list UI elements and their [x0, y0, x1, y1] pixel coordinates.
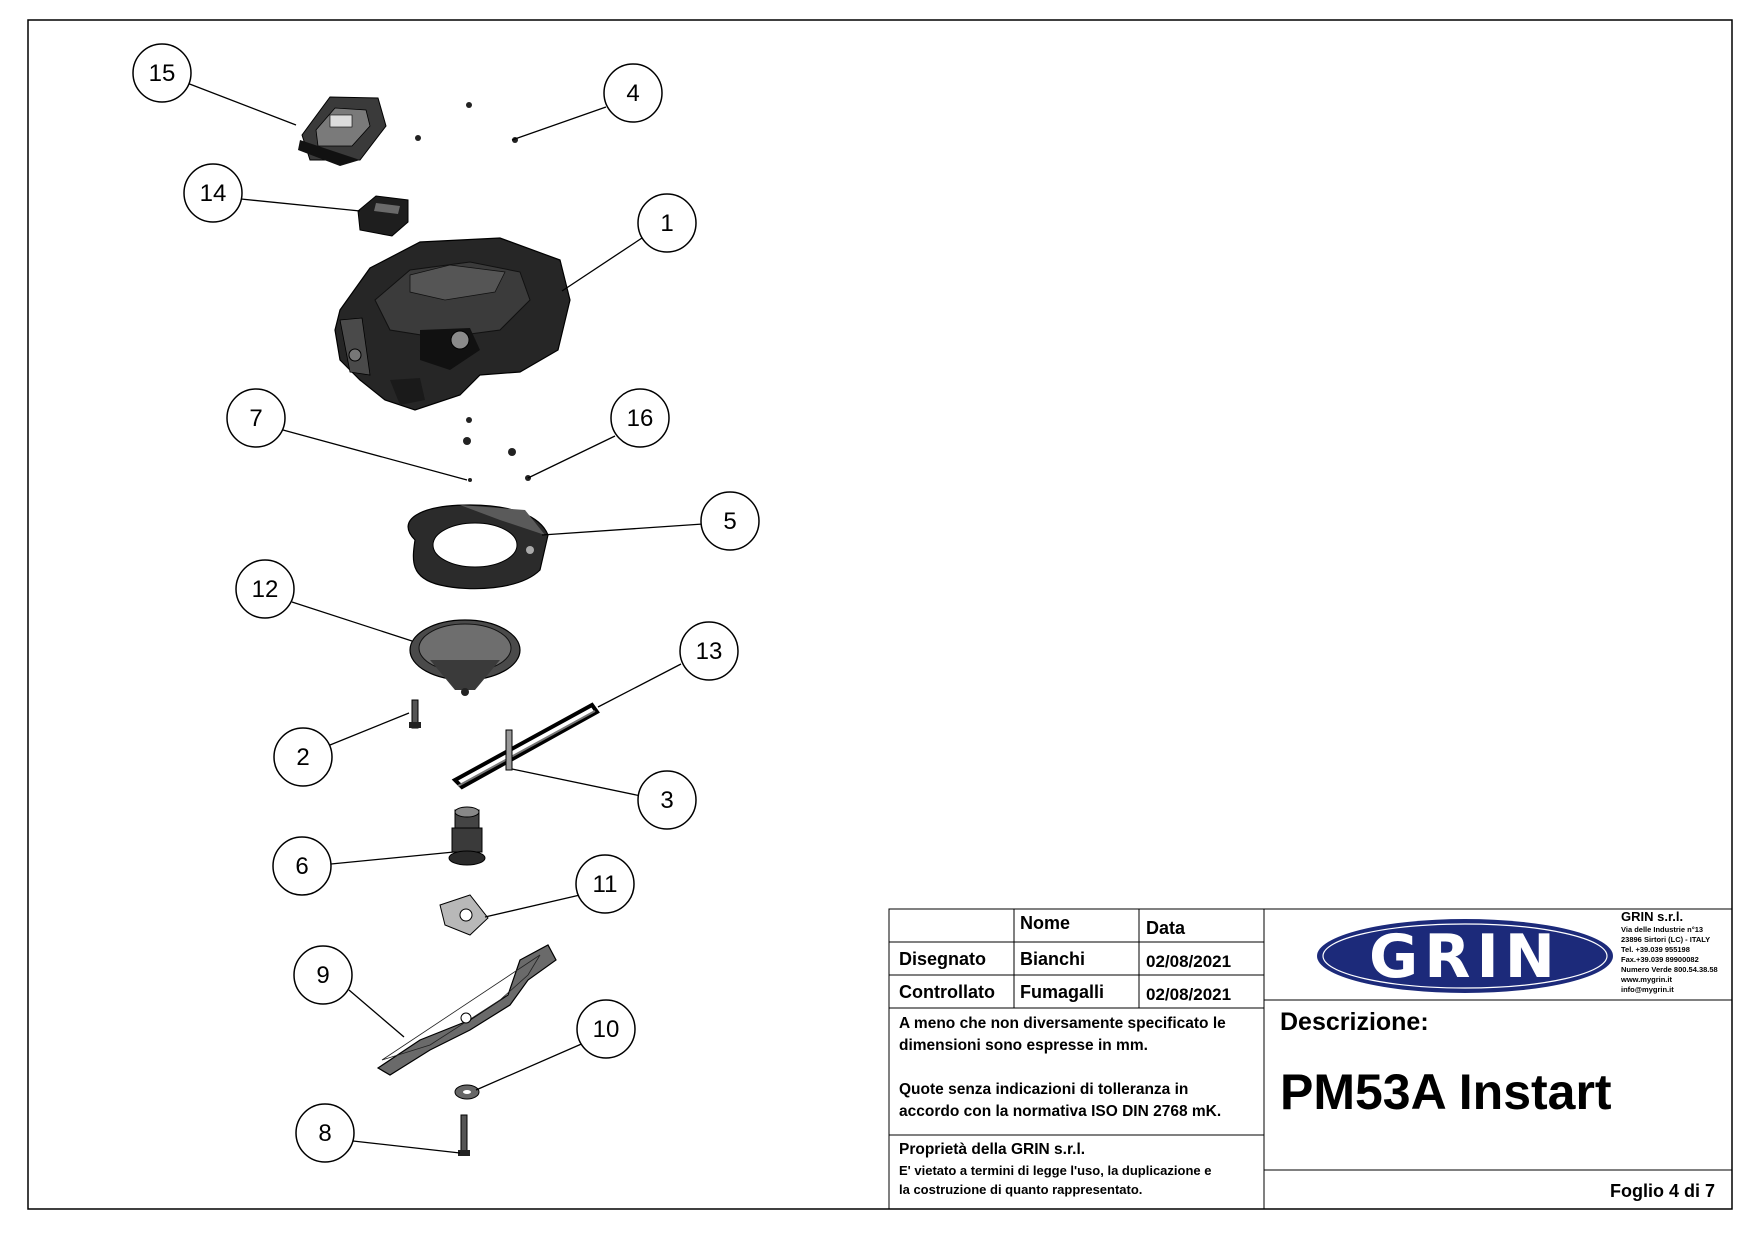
callout-7-label: 7 — [249, 405, 262, 432]
tolerance-note-line2: accordo con la normativa ISO DIN 2768 mK… — [899, 1103, 1222, 1120]
callout-13-label: 13 — [696, 638, 723, 665]
header-data: Data — [1146, 918, 1186, 938]
callout-15: 15 — [132, 43, 192, 103]
address-line: 23896 Sirtori (LC) - ITALY — [1621, 935, 1711, 944]
dimension-note: A meno che non diversamente specificato … — [899, 1013, 1259, 1123]
part-shaft-pin — [505, 729, 513, 771]
part-belt — [451, 702, 600, 790]
title-block-grid — [888, 908, 1733, 1210]
property-line2: la costruzione di quanto rappresentato. — [899, 1182, 1143, 1197]
callout-5-label: 5 — [723, 508, 736, 535]
part-control-module — [357, 195, 409, 237]
part-screws-top — [415, 102, 518, 143]
callout-16: 16 — [610, 388, 670, 448]
callout-14: 14 — [183, 163, 243, 223]
part-clutch-plate — [439, 894, 489, 936]
part-washer — [454, 1084, 480, 1100]
callout-1-label: 1 — [660, 210, 673, 237]
descrizione-label: Descrizione: — [1280, 1008, 1429, 1036]
company-info: GRIN s.r.l. Via delle Industrie n°13 238… — [1621, 909, 1731, 995]
part-engine — [334, 237, 571, 411]
row-disegnato-date: 02/08/2021 — [1146, 952, 1232, 971]
callout-2-label: 2 — [296, 744, 309, 771]
callout-10: 10 — [576, 999, 636, 1059]
callout-7: 7 — [226, 388, 286, 448]
logo-text: GRIN — [1369, 922, 1561, 992]
part-small-hardware — [463, 417, 531, 482]
property-title: Proprietà della GRIN s.r.l. — [899, 1141, 1086, 1158]
dimension-note-line1: A meno che non diversamente specificato … — [899, 1015, 1226, 1032]
property-line1: E' vietato a termini di legge l'uso, la … — [899, 1163, 1212, 1178]
callouts: 15 4 14 1 7 16 5 12 13 2 3 6 11 9 10 8 — [132, 43, 760, 1163]
grin-logo: GRIN — [1317, 919, 1613, 993]
sheet-number: Foglio 4 di 7 — [1610, 1181, 1716, 1201]
row-controllato-label: Controllato — [899, 982, 995, 1002]
callout-3: 3 — [637, 770, 697, 830]
callout-11: 11 — [575, 854, 635, 914]
callout-8: 8 — [295, 1103, 355, 1163]
callout-8-label: 8 — [318, 1120, 331, 1147]
company-name: GRIN s.r.l. — [1621, 909, 1684, 924]
row-disegnato-label: Disegnato — [899, 949, 987, 969]
callout-14-label: 14 — [200, 180, 227, 207]
description-title: PM53A Instart — [1280, 1064, 1612, 1120]
part-blade — [376, 944, 557, 1076]
part-cover — [298, 96, 387, 166]
tolerance-note-line1: Quote senza indicazioni di tolleranza in — [899, 1081, 1189, 1098]
address-line: info@mygrin.it — [1621, 985, 1674, 994]
property-note: Proprietà della GRIN s.r.l. E' vietato a… — [899, 1139, 1259, 1199]
callout-13: 13 — [679, 621, 739, 681]
callout-4: 4 — [603, 63, 663, 123]
callout-11-label: 11 — [593, 871, 618, 898]
part-cup — [409, 619, 521, 696]
exploded-view — [298, 96, 600, 1156]
callout-5: 5 — [700, 491, 760, 551]
callout-10-label: 10 — [593, 1016, 620, 1043]
address-line: Fax.+39.039 89900082 — [1621, 955, 1699, 964]
sheet-border — [27, 19, 1733, 1210]
dimension-note-line2: dimensioni sono espresse in mm. — [899, 1037, 1148, 1054]
address-line: www.mygrin.it — [1621, 975, 1672, 984]
header-nome: Nome — [1020, 913, 1071, 933]
part-hub — [448, 806, 486, 866]
part-flange — [407, 504, 549, 590]
callout-9: 9 — [293, 945, 353, 1005]
callout-12: 12 — [235, 559, 295, 619]
callout-6-label: 6 — [295, 853, 308, 880]
callout-15-label: 15 — [149, 60, 176, 87]
part-blade-bolt — [458, 1114, 470, 1156]
callout-12-label: 12 — [252, 576, 279, 603]
callout-16-label: 16 — [627, 405, 654, 432]
callout-3-label: 3 — [660, 787, 673, 814]
row-controllato-date: 02/08/2021 — [1146, 985, 1232, 1004]
callout-1: 1 — [637, 193, 697, 253]
row-disegnato-name: Bianchi — [1020, 949, 1086, 969]
part-bolt — [409, 699, 421, 729]
callout-9-label: 9 — [316, 962, 329, 989]
address-line: Numero Verde 800.54.38.58 — [1621, 965, 1718, 974]
callout-2: 2 — [273, 727, 333, 787]
callout-6: 6 — [272, 836, 332, 896]
row-controllato-name: Fumagalli — [1020, 982, 1105, 1002]
callout-4-label: 4 — [626, 80, 639, 107]
address-line: Via delle Industrie n°13 — [1621, 925, 1704, 934]
address-line: Tel. +39.039 955198 — [1621, 945, 1690, 954]
